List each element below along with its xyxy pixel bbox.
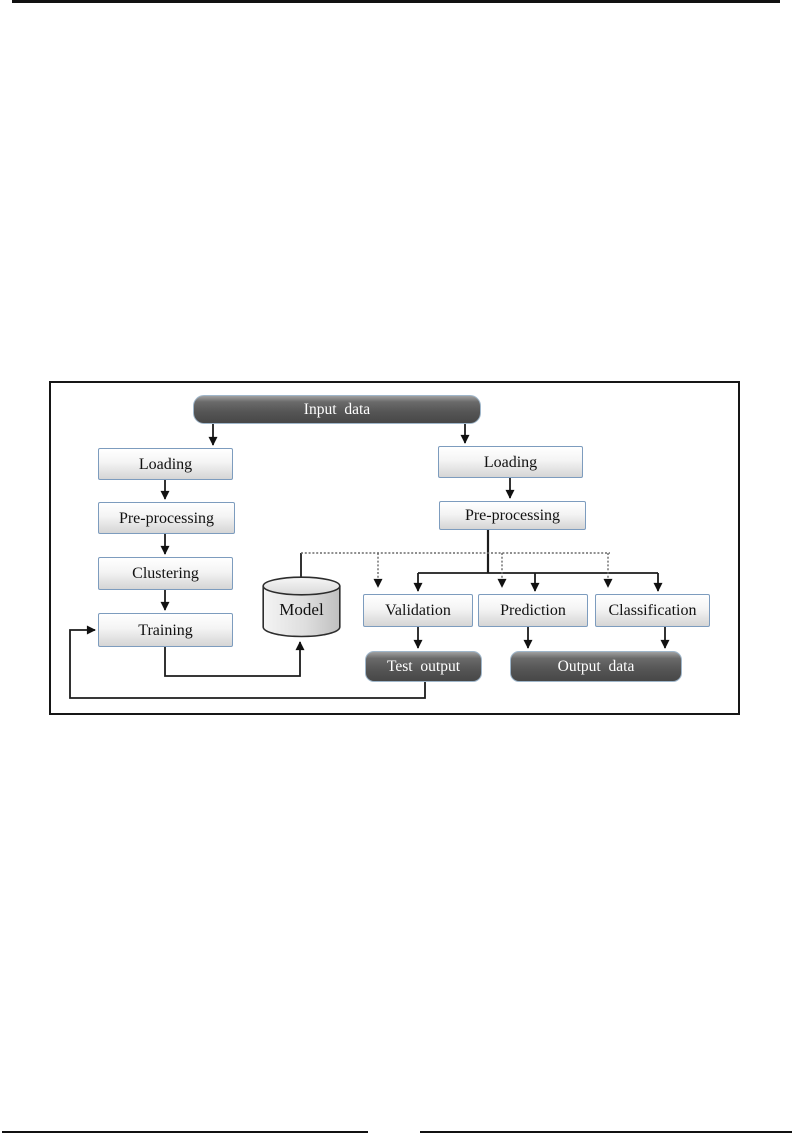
node-classification: Classification <box>595 594 710 627</box>
node-loading-right: Loading <box>438 446 583 478</box>
node-loading-left: Loading <box>98 448 233 480</box>
node-preprocessing-right: Pre-processing <box>439 501 586 530</box>
node-classification-label: Classification <box>608 602 697 619</box>
node-loading-left-label: Loading <box>138 455 193 473</box>
database-cylinder-icon <box>262 576 341 638</box>
node-preprocessing-right-label: Pre-processing <box>464 507 561 524</box>
node-training: Training <box>98 613 233 647</box>
node-test-output-label: Test output <box>386 658 461 676</box>
node-input-data-label: Input data <box>303 401 371 419</box>
footnote-rule-right <box>420 1131 792 1133</box>
node-validation: Validation <box>363 594 473 627</box>
node-prediction-label: Prediction <box>500 602 566 619</box>
node-clustering: Clustering <box>98 557 233 590</box>
node-output-data-label: Output data <box>557 658 635 676</box>
top-page-rule <box>12 0 780 3</box>
node-model-label: Model <box>279 600 324 619</box>
node-training-label: Training <box>138 621 193 639</box>
node-preprocessing-left-label: Pre-processing <box>118 509 215 527</box>
node-preprocessing-left: Pre-processing <box>98 502 235 534</box>
node-input-data: Input data <box>193 395 481 424</box>
node-test-output: Test output <box>365 651 482 682</box>
node-clustering-label: Clustering <box>132 565 199 582</box>
footnote-rule-left <box>2 1131 368 1133</box>
node-output-data: Output data <box>510 651 682 682</box>
node-validation-label: Validation <box>385 602 451 619</box>
node-model-database: Model <box>262 576 341 638</box>
node-loading-right-label: Loading <box>483 453 538 471</box>
node-prediction: Prediction <box>478 594 588 627</box>
